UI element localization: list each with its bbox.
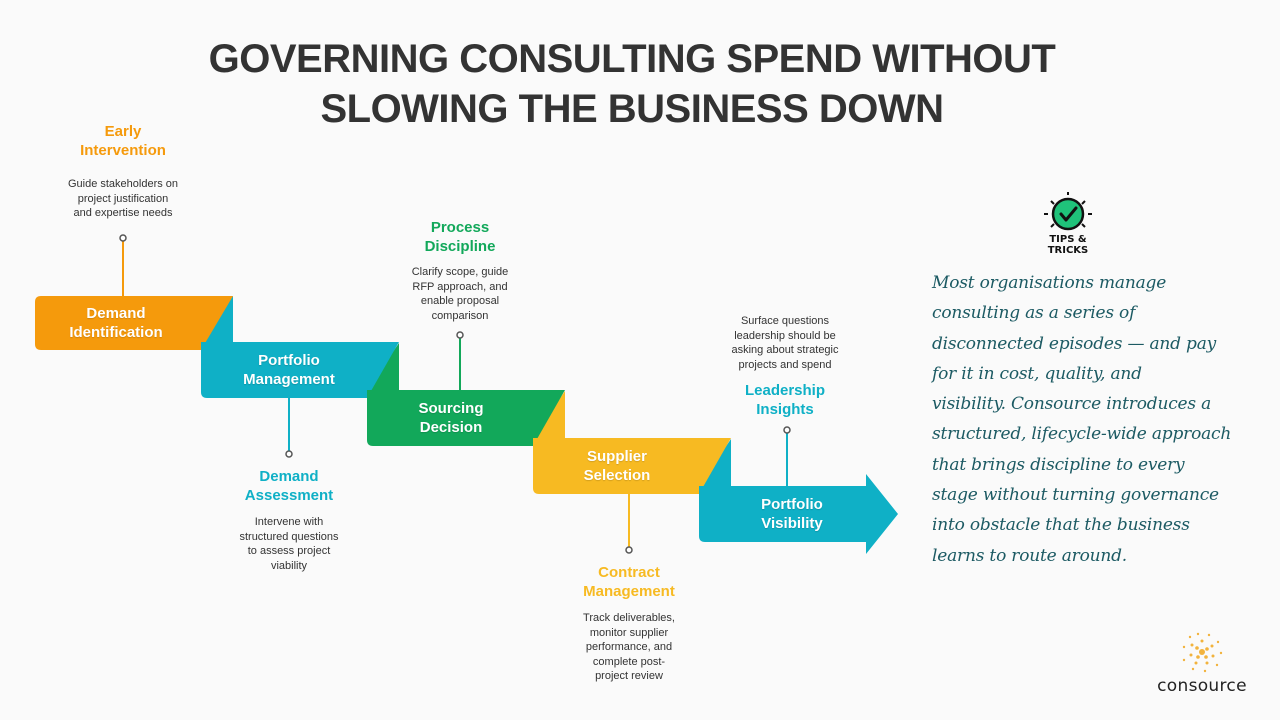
desc-line: Guide stakeholders on <box>67 178 179 190</box>
stage-line-2: Management <box>243 371 335 388</box>
callout-title-line-2: Discipline <box>424 238 496 255</box>
desc-line: project justification <box>77 192 169 205</box>
callout-desc-process-discipline: Clarify scope, guide RFP approach, and e… <box>380 265 540 323</box>
desc-line: Surface questions <box>740 315 830 327</box>
page-title: GOVERNING CONSULTING SPEND WITHOUT SLOWI… <box>0 34 1264 134</box>
stage-line-2: Decision <box>419 419 483 436</box>
title-line-2: SLOWING THE BUSINESS DOWN <box>320 87 944 131</box>
callout-title-contract-management: Contract Management <box>559 563 699 601</box>
quote-line: structured, lifecycle-wide approach <box>932 424 1232 445</box>
callout-title-line-1: Process <box>430 219 490 236</box>
connector-dot-process-discipline <box>456 331 464 339</box>
stage-line-1: Demand <box>86 305 146 322</box>
stage-portfolio-visibility: Portfolio Visibility <box>714 486 870 542</box>
callout-title-line-2: Insights <box>756 401 814 418</box>
desc-line: viability <box>270 559 308 572</box>
callout-title-line-1: Demand <box>259 468 319 485</box>
desc-line: leadership should be <box>734 329 836 342</box>
tips-line-2: TRICKS <box>1047 245 1089 256</box>
callout-title-line-1: Contract <box>598 564 660 581</box>
callout-title-demand-assessment: Demand Assessment <box>219 467 359 505</box>
stage-sourcing-decision: Sourcing Decision <box>375 390 527 446</box>
desc-line: comparison <box>431 309 489 322</box>
tips-tricks-badge: TIPS & TRICKS <box>1030 196 1106 256</box>
desc-line: and expertise needs <box>73 207 173 219</box>
stage-line-1: Portfolio <box>761 496 823 513</box>
callout-title-early-intervention: Early Intervention <box>53 122 193 160</box>
callout-desc-early-intervention: Guide stakeholders on project justificat… <box>43 177 203 221</box>
callout-title-line-2: Intervention <box>80 142 166 159</box>
quote-line: consulting as a series of <box>932 303 1136 324</box>
callout-title-process-discipline: Process Discipline <box>390 218 530 256</box>
desc-line: performance, and <box>585 641 673 653</box>
logo-text: consource <box>1157 676 1247 696</box>
band-portfolio-management <box>201 342 399 398</box>
callout-title-line-1: Early <box>104 123 142 140</box>
stage-supplier-selection: Supplier Selection <box>541 438 693 494</box>
quote-line: Most organisations manage <box>932 273 1167 293</box>
connector-dot-early-intervention <box>119 234 127 242</box>
quote-line: into obstacle that the business <box>932 515 1190 536</box>
desc-line: asking about strategic <box>731 344 839 356</box>
band-demand-identification <box>35 296 233 350</box>
desc-line: Track deliverables, <box>583 612 675 624</box>
connector-dot-contract-management <box>625 546 633 554</box>
band-portfolio-visibility <box>699 474 898 554</box>
quote-line: visibility. Consource introduces a <box>932 394 1212 415</box>
desc-line: projects and spend <box>738 358 832 371</box>
callout-title-leadership-insights: Leadership Insights <box>715 381 855 419</box>
callout-desc-leadership-insights: Surface questions leadership should be a… <box>705 314 865 372</box>
desc-line: Clarify scope, guide <box>411 266 509 278</box>
stage-demand-identification: Demand Identification <box>41 296 191 350</box>
quote-line: that brings discipline to every <box>932 454 1185 475</box>
quote-line: stage without turning governance <box>932 485 1219 506</box>
connector-dot-demand-assessment <box>285 450 293 458</box>
callout-desc-contract-management: Track deliverables, monitor supplier per… <box>549 611 709 684</box>
quote-line: learns to route around. <box>932 545 1127 566</box>
checkmark-badge-icon <box>1044 192 1092 231</box>
quote-line: for it in cost, quality, and <box>932 363 1142 384</box>
consource-logo: consource <box>1140 676 1264 696</box>
desc-line: monitor supplier <box>589 626 669 639</box>
tips-line-1: TIPS & <box>1049 234 1087 245</box>
callout-title-line-2: Assessment <box>244 487 334 504</box>
band-supplier-selection <box>533 438 731 494</box>
callout-title-line-2: Management <box>583 583 675 600</box>
stage-line-2: Selection <box>583 467 651 484</box>
quote-line: disconnected episodes — and pay <box>932 333 1217 354</box>
band-sourcing-decision <box>367 390 565 446</box>
stage-line-2: Identification <box>69 324 163 341</box>
desc-line: complete post- <box>592 655 666 668</box>
desc-line: structured questions <box>239 530 339 543</box>
tips-quote: Most organisations manage consulting as … <box>932 268 1242 571</box>
callout-title-line-1: Leadership <box>744 382 826 399</box>
stage-line-1: Sourcing <box>418 400 484 417</box>
stage-line-1: Portfolio <box>258 352 320 369</box>
callout-desc-demand-assessment: Intervene with structured questions to a… <box>209 515 369 573</box>
stage-portfolio-management: Portfolio Management <box>209 342 369 398</box>
desc-line: RFP approach, and <box>412 280 508 293</box>
connector-dot-leadership-insights <box>783 426 791 434</box>
title-line-1: GOVERNING CONSULTING SPEND WITHOUT <box>208 37 1056 81</box>
desc-line: Intervene with <box>254 516 324 528</box>
stage-line-1: Supplier <box>586 448 647 465</box>
sun-dots-icon <box>1182 632 1223 673</box>
stage-line-2: Visibility <box>761 515 823 532</box>
desc-line: to assess project <box>247 545 331 557</box>
desc-line: enable proposal <box>420 295 500 307</box>
desc-line: project review <box>595 670 663 682</box>
